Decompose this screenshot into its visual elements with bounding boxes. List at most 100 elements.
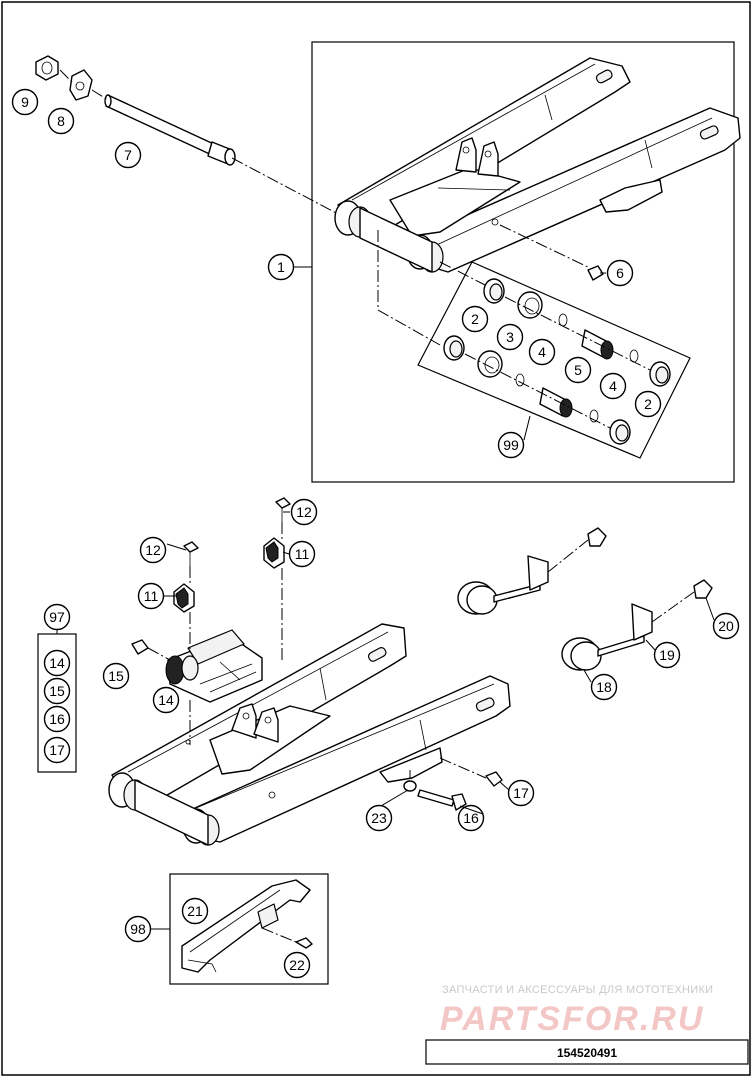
leader-lines-lower [150,597,715,930]
bearing-kit-box [417,261,691,459]
callout-8: 8 [47,107,75,135]
callout-20: 20 [712,612,740,640]
svg-text:15: 15 [49,683,65,699]
callout-4b: 4 [599,372,627,400]
slider-screw [295,937,313,949]
swingarm-top [334,57,741,273]
svg-text:99: 99 [503,437,519,453]
bolt-12-right [275,497,291,522]
drawing-number-box [425,1039,749,1065]
callout-2a: 2 [461,305,489,333]
svg-text:23: 23 [371,810,387,826]
svg-text:11: 11 [144,588,159,604]
pivot-axle [104,94,236,166]
svg-text:11: 11 [295,546,310,562]
callout-99: 99 [497,431,525,459]
svg-text:5: 5 [574,362,582,378]
svg-text:1: 1 [277,259,285,275]
nut-17 [485,771,503,787]
lock-nut [35,55,59,81]
bolt-12-left [183,541,199,566]
roller-lower-centerline [651,591,695,623]
callout-5: 5 [564,356,592,384]
spacer-11-left [173,583,195,613]
watermark-tagline: ЗАПЧАСТИ И АКСЕССУАРЫ ДЛЯ МОТОТЕХНИКИ [442,984,713,996]
svg-text:14: 14 [49,655,65,671]
callout-markers: 9 8 7 1 6 2 3 4 5 4 2 99 12 12 11 11 97 … [11,88,740,979]
guide-bolt-centerline [147,647,171,661]
svg-text:12: 12 [145,542,161,558]
callout-3: 3 [496,323,524,351]
callout-1: 1 [267,253,295,281]
svg-text:16: 16 [463,810,479,826]
svg-text:14: 14 [158,692,174,708]
callout-97: 97 [43,603,71,631]
slider-screw-centerline [261,927,297,943]
svg-text:22: 22 [289,957,305,973]
bearing-centerline-left [377,230,441,346]
svg-text:19: 19 [659,647,675,663]
svg-text:98: 98 [130,921,146,937]
callout-6: 6 [606,259,634,287]
callout-kit-16: 16 [43,705,71,733]
bolt-16 [417,789,467,811]
bearing-row-lower [443,335,631,445]
callout-12-right: 12 [290,498,318,526]
svg-text:16: 16 [49,711,65,727]
bearing-centerline-right [439,261,486,286]
callout-11-right: 11 [288,540,316,568]
svg-text:97: 97 [49,609,65,625]
svg-text:6: 6 [616,265,624,281]
roller-upper-centerline [547,539,589,573]
callout-15: 15 [102,662,130,690]
washer-23 [403,780,417,792]
axle-centerline [59,69,339,215]
callout-9: 9 [11,88,39,116]
callout-kit-17: 17 [43,736,71,764]
svg-text:4: 4 [538,344,546,360]
callout-23: 23 [365,804,393,832]
bolt-centerline [499,224,591,269]
callout-98: 98 [124,915,152,943]
svg-text:4: 4 [609,378,617,394]
roller-upper [457,527,607,615]
svg-text:12: 12 [296,504,312,520]
svg-text:17: 17 [513,785,529,801]
callout-14: 14 [152,686,180,714]
svg-text:21: 21 [187,903,203,919]
bearing-row-centerlines [464,296,651,429]
chain-guide [131,629,263,703]
callout-2b: 2 [634,390,662,418]
bearing-row-upper [483,278,671,387]
callout-21: 21 [181,897,209,925]
svg-text:15: 15 [108,668,124,684]
callout-4a: 4 [528,338,556,366]
rear-bolt-centerline [409,757,487,779]
drawing-number: 154520491 [557,1046,617,1060]
callout-kit-15: 15 [43,677,71,705]
callout-17: 17 [507,779,535,807]
washer-plate [69,69,93,101]
svg-text:9: 9 [21,94,29,110]
svg-text:2: 2 [471,311,479,327]
bolt-6 [587,265,604,281]
svg-text:20: 20 [718,618,734,634]
svg-text:17: 17 [49,742,65,758]
svg-text:18: 18 [596,679,612,695]
chain-slider [181,879,311,973]
callout-kit-14: 14 [43,649,71,677]
watermark-brand: PARTSFOR.RU [440,1000,704,1038]
svg-text:7: 7 [124,147,132,163]
callout-18: 18 [590,673,618,701]
callout-7: 7 [114,141,142,169]
callout-19: 19 [653,641,681,669]
spacer-11-right [263,537,285,569]
callout-16: 16 [457,804,485,832]
callout-11-left: 11 [137,582,165,610]
svg-text:2: 2 [644,396,652,412]
svg-text:8: 8 [57,113,65,129]
svg-text:3: 3 [506,329,514,345]
